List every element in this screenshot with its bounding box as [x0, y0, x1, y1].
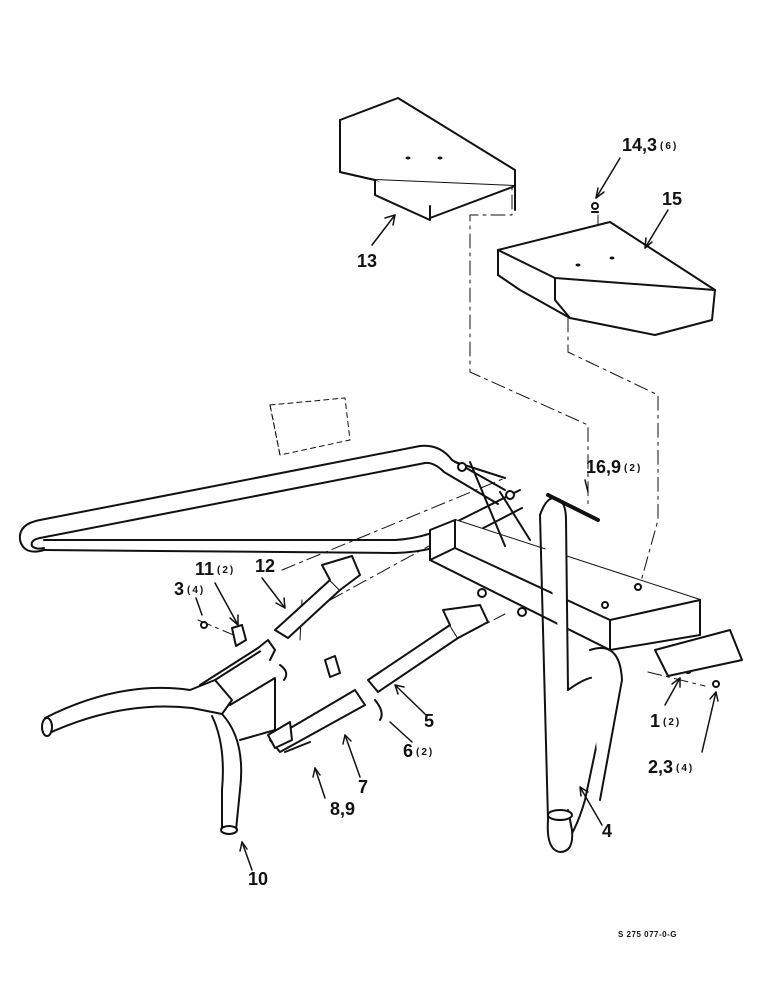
callout-5: 5 — [424, 711, 435, 731]
callout-12: 12 — [255, 556, 276, 576]
drawing-number: S 275 077-0-G — [618, 930, 677, 939]
leader-arrows — [195, 157, 719, 871]
callout-1: 1(2) — [650, 711, 682, 731]
hitch-tube-10 — [41, 639, 276, 835]
link-tube-5 — [367, 604, 489, 693]
callout-4: 4 — [602, 821, 613, 841]
wheel-leg-4 — [539, 496, 623, 853]
callout-3: 3(4) — [174, 579, 206, 599]
callout-16-9: 16,9(2) — [586, 457, 643, 477]
link-tube-12 — [274, 555, 361, 639]
callout-15: 15 — [662, 189, 683, 209]
callout-6: 6(2) — [403, 741, 435, 761]
callout-13: 13 — [357, 251, 378, 271]
callout-10: 10 — [248, 869, 269, 889]
hardware — [200, 462, 743, 753]
link-tube-7 — [229, 677, 366, 753]
callout-8-9: 8,9 — [330, 799, 356, 819]
shield-panel-13 — [339, 97, 516, 221]
callout-11: 11(2) — [195, 559, 236, 579]
shield-panel-15 — [497, 202, 716, 336]
callout-7: 7 — [358, 777, 369, 797]
callout-14-3: 14,3(6) — [622, 135, 679, 155]
main-frame — [18, 444, 523, 554]
callout-2-3: 2,3(4) — [648, 757, 695, 777]
bracket-plate — [269, 397, 351, 456]
